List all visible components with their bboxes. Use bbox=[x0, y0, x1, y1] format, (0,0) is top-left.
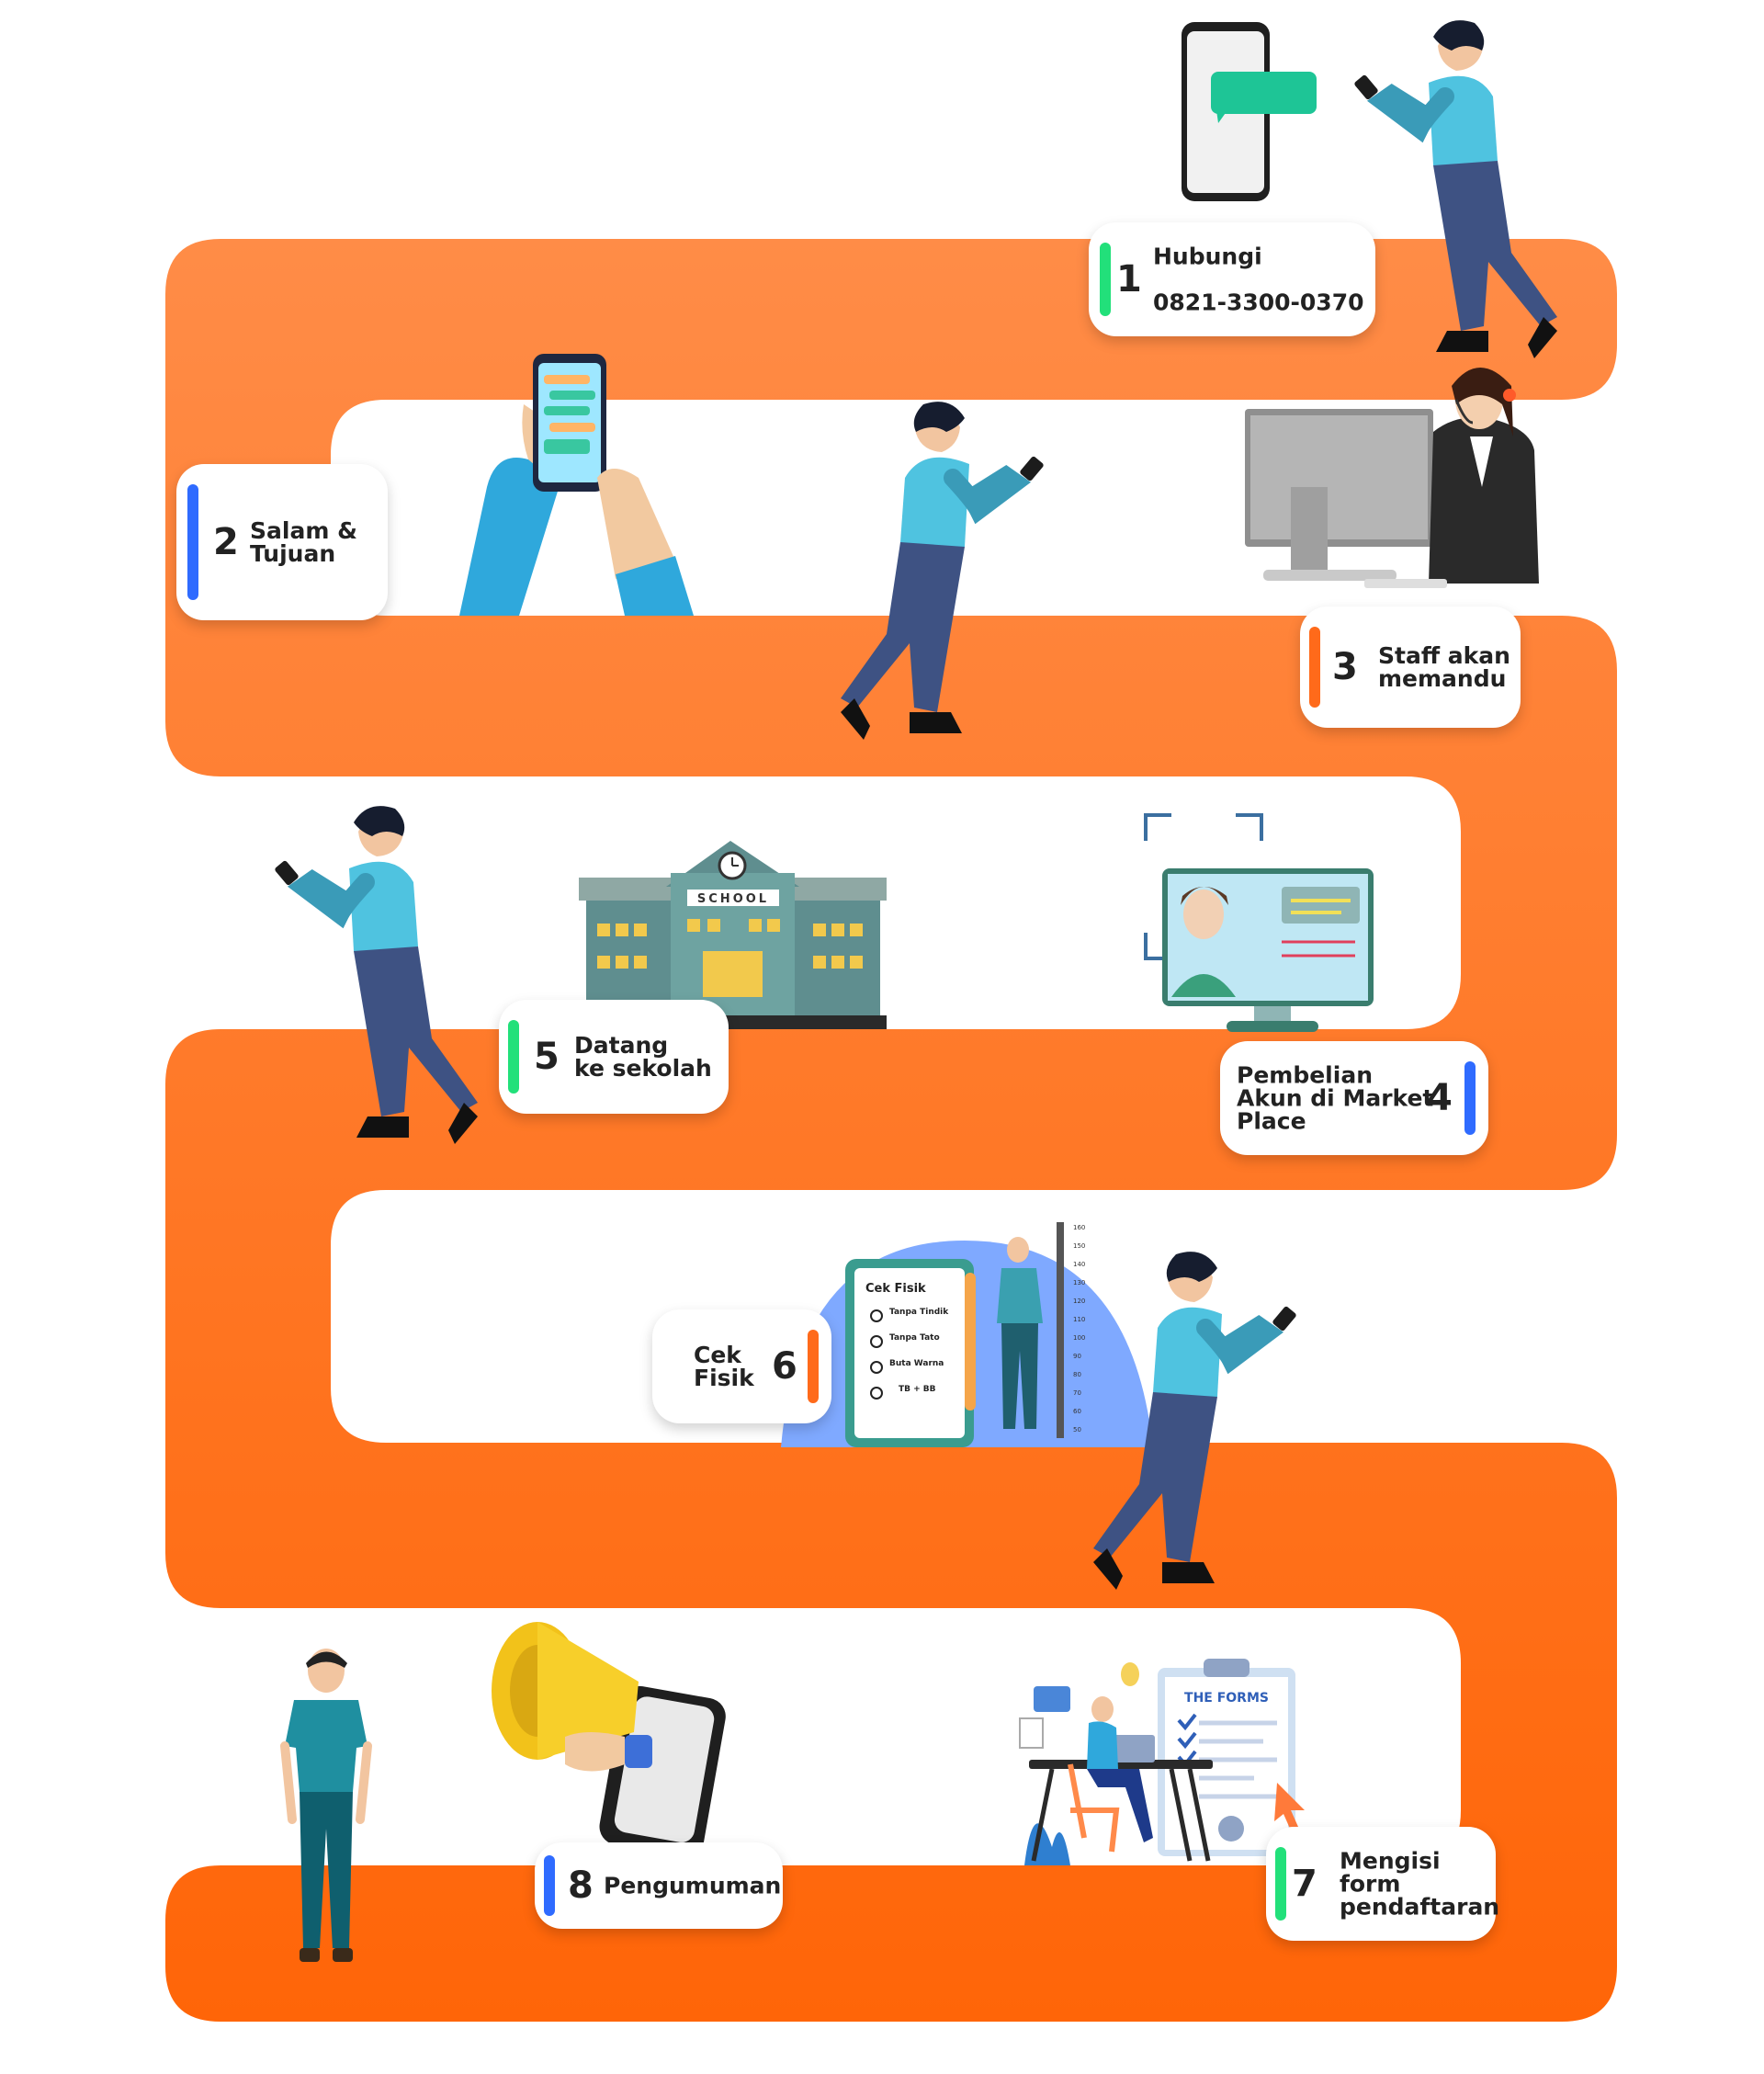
step-number: 7 bbox=[1292, 1863, 1317, 1905]
face-scan-monitor-icon bbox=[1144, 813, 1374, 1032]
standing-person-icon bbox=[280, 1649, 372, 1962]
physical-check-icon: Cek Fisik Tanpa Tindik Tanpa Tato Buta W… bbox=[781, 1222, 1153, 1447]
walking-person-icon bbox=[1093, 1252, 1296, 1590]
height-tick-label: 100 bbox=[1073, 1334, 1085, 1342]
step-number: 8 bbox=[568, 1864, 594, 1907]
height-tick-label: 50 bbox=[1073, 1426, 1081, 1434]
checklist-item: Tanpa Tindik bbox=[889, 1308, 949, 1317]
step-accent-bar bbox=[1309, 627, 1320, 708]
height-tick-label: 120 bbox=[1073, 1298, 1085, 1305]
step-accent-bar bbox=[544, 1855, 555, 1916]
walking-person-icon bbox=[841, 402, 1044, 740]
step-card-8: 8 Pengumuman bbox=[535, 1842, 783, 1929]
height-tick-label: 140 bbox=[1073, 1261, 1085, 1268]
step-number: 4 bbox=[1427, 1077, 1453, 1119]
step-card-3: 3 Staff akan memandu bbox=[1300, 606, 1521, 728]
hands-phone-chat-icon bbox=[459, 354, 694, 616]
step-number: 3 bbox=[1332, 646, 1358, 688]
step-label: Pembelian Akun di Market Place bbox=[1237, 1061, 1434, 1135]
step-accent-bar bbox=[1100, 243, 1111, 316]
step-card-7: 7 Mengisi form pendaftaran bbox=[1266, 1827, 1500, 1941]
step-number: 6 bbox=[772, 1345, 797, 1388]
school-sign: SCHOOL bbox=[697, 892, 769, 906]
height-tick-label: 90 bbox=[1073, 1353, 1081, 1360]
height-tick-label: 60 bbox=[1073, 1408, 1081, 1415]
step-accent-bar bbox=[808, 1330, 819, 1403]
step-label: Mengisi form pendaftaran bbox=[1340, 1847, 1500, 1921]
step-card-2: 2 Salam & Tujuan bbox=[176, 464, 388, 620]
step-card-4: Pembelian Akun di Market Place 4 bbox=[1220, 1041, 1488, 1155]
height-tick-label: 70 bbox=[1073, 1389, 1081, 1397]
staff-computer-icon bbox=[1245, 368, 1539, 588]
checklist-title: Cek Fisik bbox=[865, 1282, 926, 1296]
step-accent-bar bbox=[1275, 1847, 1286, 1921]
step-label: Salam & Tujuan bbox=[250, 517, 357, 567]
step-accent-bar bbox=[1464, 1061, 1476, 1135]
step-accent-bar bbox=[187, 484, 198, 600]
phone-number-link[interactable]: 0821-3300-0370 bbox=[1153, 289, 1364, 316]
step-accent-bar bbox=[508, 1020, 519, 1094]
height-tick-label: 130 bbox=[1073, 1279, 1085, 1286]
checklist-item: Buta Warna bbox=[889, 1359, 944, 1368]
step-card-6: Cek Fisik 6 bbox=[652, 1309, 831, 1423]
megaphone-phone-icon bbox=[492, 1622, 726, 1847]
step-card-5: 5 Datang ke sekolah bbox=[499, 1000, 729, 1114]
height-tick-label: 110 bbox=[1073, 1316, 1085, 1323]
walking-person-icon bbox=[275, 806, 478, 1144]
checklist-item: TB + BB bbox=[899, 1385, 936, 1394]
walking-person-icon bbox=[1354, 20, 1557, 358]
step-card-1: 1 Hubungi 0821-3300-0370 bbox=[1089, 222, 1375, 336]
forms-title: THE FORMS bbox=[1184, 1691, 1269, 1706]
step-label-block: Hubungi 0821-3300-0370 bbox=[1153, 222, 1364, 337]
step-number: 2 bbox=[213, 521, 239, 563]
step-label: Staff akan memandu bbox=[1378, 642, 1510, 692]
step-label: Datang ke sekolah bbox=[574, 1032, 712, 1082]
height-tick-label: 150 bbox=[1073, 1242, 1085, 1250]
step-label: Hubungi bbox=[1153, 243, 1262, 270]
phone-chat-icon bbox=[1182, 22, 1317, 201]
step-number: 1 bbox=[1116, 258, 1142, 300]
height-tick-label: 160 bbox=[1073, 1224, 1085, 1231]
step-label: Pengumuman bbox=[604, 1872, 782, 1899]
height-tick-label: 80 bbox=[1073, 1371, 1081, 1378]
step-label: Cek Fisik bbox=[694, 1342, 754, 1391]
checklist-item: Tanpa Tato bbox=[889, 1333, 940, 1343]
step-number: 5 bbox=[534, 1036, 560, 1078]
